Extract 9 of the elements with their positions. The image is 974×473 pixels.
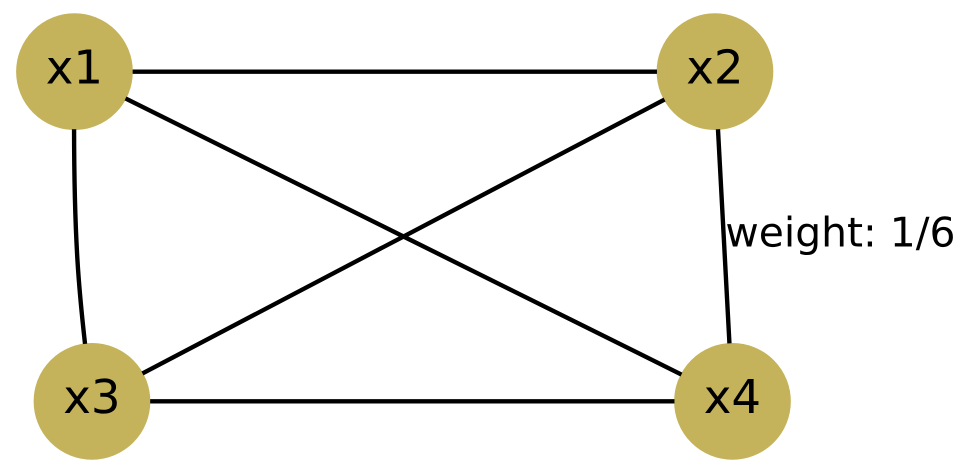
node-circle: x3 — [34, 343, 150, 460]
node-circle: x4 — [674, 343, 791, 460]
node-circle: x2 — [656, 13, 774, 130]
connector — [132, 69, 657, 74]
connector — [150, 399, 674, 404]
connector — [716, 129, 732, 344]
edge-label: weight: 1/6 — [725, 208, 956, 257]
connector — [72, 129, 88, 344]
node-circle: x1 — [16, 13, 133, 130]
